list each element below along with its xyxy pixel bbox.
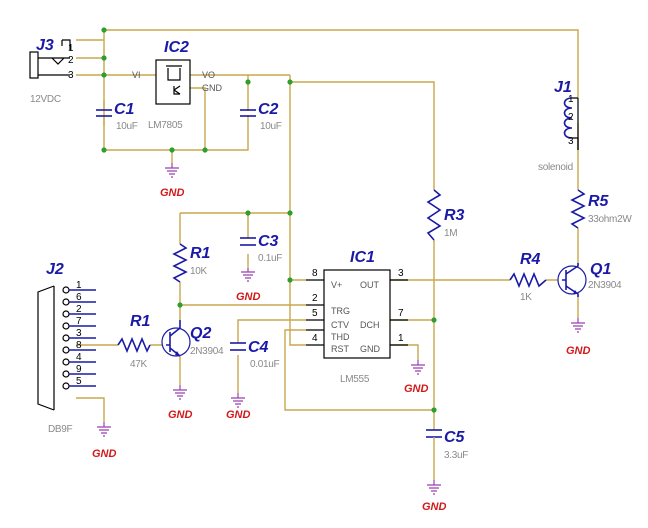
svg-text:3: 3 (76, 328, 82, 339)
r3-value: 1M (444, 228, 457, 239)
svg-text:8: 8 (312, 268, 318, 279)
gnd-label: GND (168, 409, 193, 421)
c4-value: 0.01uF (250, 359, 280, 370)
c3-value: 0.1uF (258, 253, 282, 264)
gnd-label: GND (422, 501, 447, 513)
svg-text:6: 6 (76, 292, 82, 303)
r1-top-ref: R1 (190, 245, 211, 262)
q2-ref: Q2 (190, 325, 211, 342)
j2-value: DB9F (48, 424, 73, 435)
c1-ref: C1 (114, 101, 135, 118)
svg-text:8: 8 (76, 340, 82, 351)
c5-capacitor: C5 3.3uF (426, 429, 469, 461)
r4-resistor: R4 1K (509, 251, 547, 303)
svg-text:VO: VO (202, 70, 215, 80)
svg-text:1: 1 (76, 280, 82, 291)
ic2-ref: IC2 (164, 39, 189, 56)
ic1-timer: 8 2 5 4 3 7 1 V+ OUT TRG CTV DCH THD RST… (306, 249, 408, 385)
gnd-label: GND (236, 291, 261, 303)
svg-text:7: 7 (76, 316, 82, 327)
ground-labels: GND GND GND GND GND GND GND GND (92, 187, 591, 513)
svg-text:DCH: DCH (360, 320, 380, 330)
svg-text:GND: GND (202, 83, 223, 93)
svg-text:3: 3 (398, 268, 404, 279)
svg-text:2: 2 (68, 55, 74, 66)
q1-value: 2N3904 (588, 280, 622, 291)
svg-text:3: 3 (68, 70, 74, 81)
svg-text:5: 5 (312, 308, 318, 319)
svg-text:2: 2 (568, 112, 574, 123)
c2-ref: C2 (258, 101, 279, 118)
j1-value: solenoid (538, 162, 573, 173)
r1-pullup-resistor: R1 10K (172, 243, 211, 283)
j2-db9-connector: 1 6 2 7 3 8 4 9 5 J2 DB9F (37, 261, 96, 435)
gnd-label: GND (566, 345, 591, 357)
c3-ref: C3 (258, 233, 279, 250)
svg-text:OUT: OUT (360, 280, 380, 290)
c2-capacitor: C2 10uF (240, 101, 282, 132)
r1-input-resistor: R1 47K (117, 313, 151, 370)
svg-text:CTV: CTV (331, 320, 349, 330)
svg-text:2: 2 (76, 304, 82, 315)
r5-resistor: R5 33ohm2W (570, 189, 633, 229)
r1-top-value: 10K (190, 266, 208, 277)
j3-power-jack: 1 2 3 J3 12VDC (29, 37, 74, 105)
gnd-label: GND (404, 383, 429, 395)
j1-solenoid: 1 2 3 J1 solenoid (538, 79, 579, 173)
ground-symbols (97, 163, 585, 495)
q1-transistor: Q1 2N3904 (557, 261, 622, 297)
c2-value: 10uF (260, 121, 282, 132)
c4-capacitor: C4 0.01uF (230, 339, 280, 370)
c5-value: 3.3uF (444, 450, 468, 461)
r5-ref: R5 (588, 193, 610, 210)
svg-text:1: 1 (398, 333, 404, 344)
j1-ref: J1 (554, 79, 572, 96)
c1-capacitor: C1 10uF (96, 100, 138, 132)
gnd-label: GND (226, 409, 251, 421)
r1-in-ref: R1 (130, 313, 151, 330)
svg-text:TRG: TRG (331, 306, 350, 316)
q2-transistor: Q2 2N3904 (161, 320, 224, 357)
svg-text:4: 4 (312, 333, 318, 344)
r5-value: 33ohm2W (588, 214, 632, 225)
j2-ref: J2 (46, 261, 64, 278)
ic2-regulator: VI VO GND IC2 LM7805 (132, 39, 223, 131)
svg-text:9: 9 (76, 364, 82, 375)
svg-text:3: 3 (568, 136, 574, 147)
svg-text:7: 7 (398, 308, 404, 319)
ic1-ref: IC1 (350, 249, 375, 266)
r4-value: 1K (520, 292, 532, 303)
j3-ref: J3 (36, 37, 54, 54)
c3-capacitor: C3 0.1uF (240, 233, 283, 264)
r3-ref: R3 (444, 207, 465, 224)
svg-text:5: 5 (76, 376, 82, 387)
c4-ref: C4 (248, 339, 269, 356)
q2-value: 2N3904 (190, 346, 224, 357)
r4-ref: R4 (520, 251, 541, 268)
gnd-label: GND (160, 187, 185, 199)
j3-value: 12VDC (30, 94, 61, 105)
svg-text:RST: RST (331, 344, 350, 354)
r3-resistor: R3 1M (426, 189, 465, 241)
svg-text:V+: V+ (331, 280, 342, 290)
junctions (101, 27, 437, 413)
svg-text:4: 4 (76, 352, 82, 363)
svg-text:1: 1 (568, 94, 574, 105)
c1-value: 10uF (116, 121, 138, 132)
ic2-value: LM7805 (148, 120, 183, 131)
svg-text:THD: THD (331, 332, 350, 342)
svg-text:GND: GND (360, 344, 381, 354)
c5-ref: C5 (444, 429, 466, 446)
ic1-value: LM555 (340, 374, 370, 385)
gnd-label: GND (92, 448, 117, 460)
svg-text:1: 1 (68, 43, 74, 54)
svg-text:VI: VI (132, 70, 141, 80)
wires (76, 29, 579, 480)
r1-in-value: 47K (130, 359, 148, 370)
svg-text:2: 2 (312, 293, 318, 304)
q1-ref: Q1 (590, 261, 611, 278)
